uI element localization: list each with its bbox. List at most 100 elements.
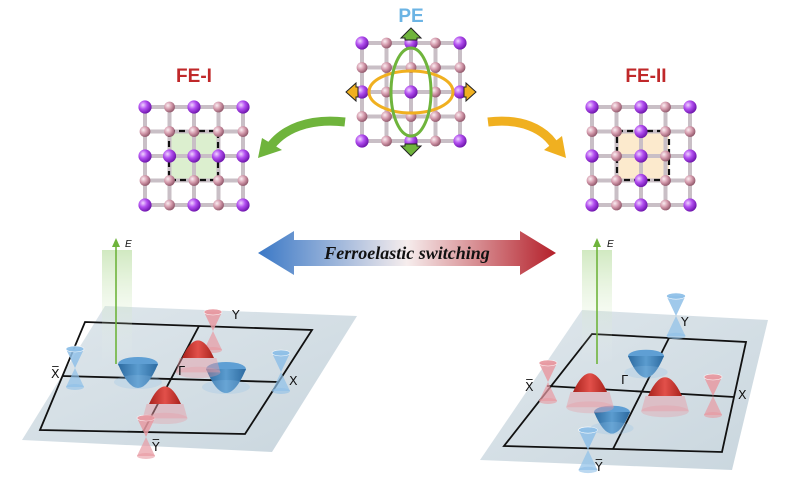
cone-x-left-base bbox=[272, 388, 290, 394]
atom-small bbox=[164, 175, 175, 186]
green-strain-ellipse bbox=[389, 46, 433, 138]
atom-large bbox=[453, 85, 467, 99]
cone-xbar-left-lower bbox=[66, 368, 84, 387]
x-label-left: X bbox=[289, 373, 298, 388]
cone-ybar-right-base bbox=[578, 466, 598, 474]
atom-small bbox=[381, 135, 392, 147]
pe-label: PE bbox=[398, 6, 423, 27]
cone-x-left-lower bbox=[272, 372, 290, 391]
cone-ybar-right-lower bbox=[578, 450, 598, 470]
cone-y-left-lower bbox=[204, 331, 222, 350]
pocket-blue-left-1-bowl bbox=[118, 364, 158, 388]
cone-x-left-upper bbox=[272, 353, 290, 372]
atom-large bbox=[634, 124, 648, 139]
cone-x-left-rim bbox=[271, 349, 291, 357]
strain-arrow-down bbox=[399, 143, 423, 157]
cone-ybar-right-upper bbox=[578, 430, 598, 450]
atom-small bbox=[611, 101, 622, 113]
atom-large bbox=[355, 134, 369, 148]
energy-axis-left-head bbox=[112, 238, 120, 247]
atom-small bbox=[611, 150, 622, 162]
arrow-to-fe2-head bbox=[544, 136, 566, 158]
atom-small bbox=[430, 86, 441, 98]
pocket-blue-right-1-shadow bbox=[624, 365, 668, 379]
atom-small bbox=[356, 111, 368, 122]
atom-large bbox=[162, 149, 177, 163]
fe1-lattice bbox=[138, 100, 250, 212]
atom-large bbox=[634, 149, 648, 163]
pocket-red-right-1-dome bbox=[573, 373, 607, 392]
atom-large bbox=[683, 100, 697, 114]
pocket-red-left-1-skirt bbox=[175, 358, 221, 373]
ybar-label-right: Y̅ bbox=[594, 459, 603, 474]
atom-small bbox=[430, 111, 441, 122]
cone-xbar-right-rim bbox=[538, 359, 558, 367]
cone-x-right-base bbox=[704, 412, 722, 418]
atom-small bbox=[381, 86, 392, 98]
atom-small bbox=[611, 126, 622, 137]
atom-small bbox=[660, 126, 671, 137]
pocket-red-left-2-dome bbox=[149, 386, 181, 404]
orange-strain-ellipse bbox=[367, 69, 455, 115]
strain-arrow-right bbox=[463, 81, 477, 103]
y-label-right: Y bbox=[680, 314, 689, 329]
pocket-red-left-2-foot bbox=[142, 412, 188, 424]
atom-small bbox=[188, 126, 200, 137]
atom-large bbox=[634, 173, 648, 188]
atom-small bbox=[139, 175, 151, 186]
cone-x-right-upper bbox=[704, 377, 722, 396]
atom-small bbox=[213, 101, 224, 113]
pocket-blue-right-1-bowl bbox=[628, 356, 664, 378]
cone-y-left-rim bbox=[203, 308, 223, 316]
bz-ky-left bbox=[142, 325, 200, 433]
atom-small bbox=[164, 101, 175, 113]
atom-small bbox=[213, 126, 224, 137]
atom-large bbox=[634, 100, 648, 114]
atom-large bbox=[187, 198, 201, 212]
atom-small bbox=[430, 37, 441, 49]
band-structure-right: E Γ X Y X̅ Y̅ bbox=[480, 238, 768, 474]
pocket-red-right-2-skirt bbox=[641, 396, 689, 412]
bz-boundary-right bbox=[502, 333, 748, 453]
pocket-red-right-2-foot bbox=[641, 405, 689, 418]
bz-boundary-left bbox=[38, 321, 314, 435]
atom-small bbox=[237, 175, 249, 186]
cone-xbar-right-lower bbox=[539, 382, 557, 401]
cone-xbar-left-upper bbox=[66, 349, 84, 368]
atom-large bbox=[404, 85, 418, 99]
cone-y-left-upper bbox=[204, 312, 222, 331]
atom-small bbox=[430, 135, 441, 147]
atom-small bbox=[139, 126, 151, 137]
atom-small bbox=[611, 199, 622, 211]
fe2-lattice bbox=[585, 100, 697, 212]
atom-small bbox=[356, 62, 368, 73]
cone-y-right-rim bbox=[666, 292, 686, 300]
atom-large bbox=[138, 198, 152, 212]
cone-x-right-rim bbox=[703, 373, 723, 381]
band-structure-left: E Γ X Y X̅ Y̅ bbox=[22, 238, 357, 459]
cone-ybar-left-base bbox=[137, 453, 155, 459]
atom-large bbox=[683, 198, 697, 212]
atom-small bbox=[660, 150, 671, 162]
ferroelastic-banner: Ferroelastic switching bbox=[258, 231, 556, 275]
atom-small bbox=[237, 126, 249, 137]
atom-large bbox=[453, 36, 467, 50]
pocket-blue-left-2-bowl bbox=[206, 369, 246, 393]
atom-large bbox=[236, 100, 250, 114]
atom-large bbox=[187, 100, 201, 114]
ybar-label-left: Y̅ bbox=[151, 439, 160, 454]
pocket-blue-left-1-shadow bbox=[114, 375, 162, 389]
cone-y-right-lower bbox=[666, 316, 686, 336]
atom-small bbox=[164, 199, 175, 211]
cone-x-right-lower bbox=[704, 396, 722, 415]
cone-xbar-left-base bbox=[66, 384, 84, 390]
pocket-red-left-1-dome bbox=[182, 340, 214, 358]
pocket-red-right-1-foot bbox=[566, 401, 614, 414]
banner-text: Ferroelastic switching bbox=[323, 243, 490, 263]
cone-ybar-left-rim bbox=[136, 414, 156, 422]
energy-label-right: E bbox=[607, 239, 614, 250]
atom-small bbox=[611, 175, 622, 186]
atom-large bbox=[236, 149, 250, 163]
atom-small bbox=[188, 175, 200, 186]
